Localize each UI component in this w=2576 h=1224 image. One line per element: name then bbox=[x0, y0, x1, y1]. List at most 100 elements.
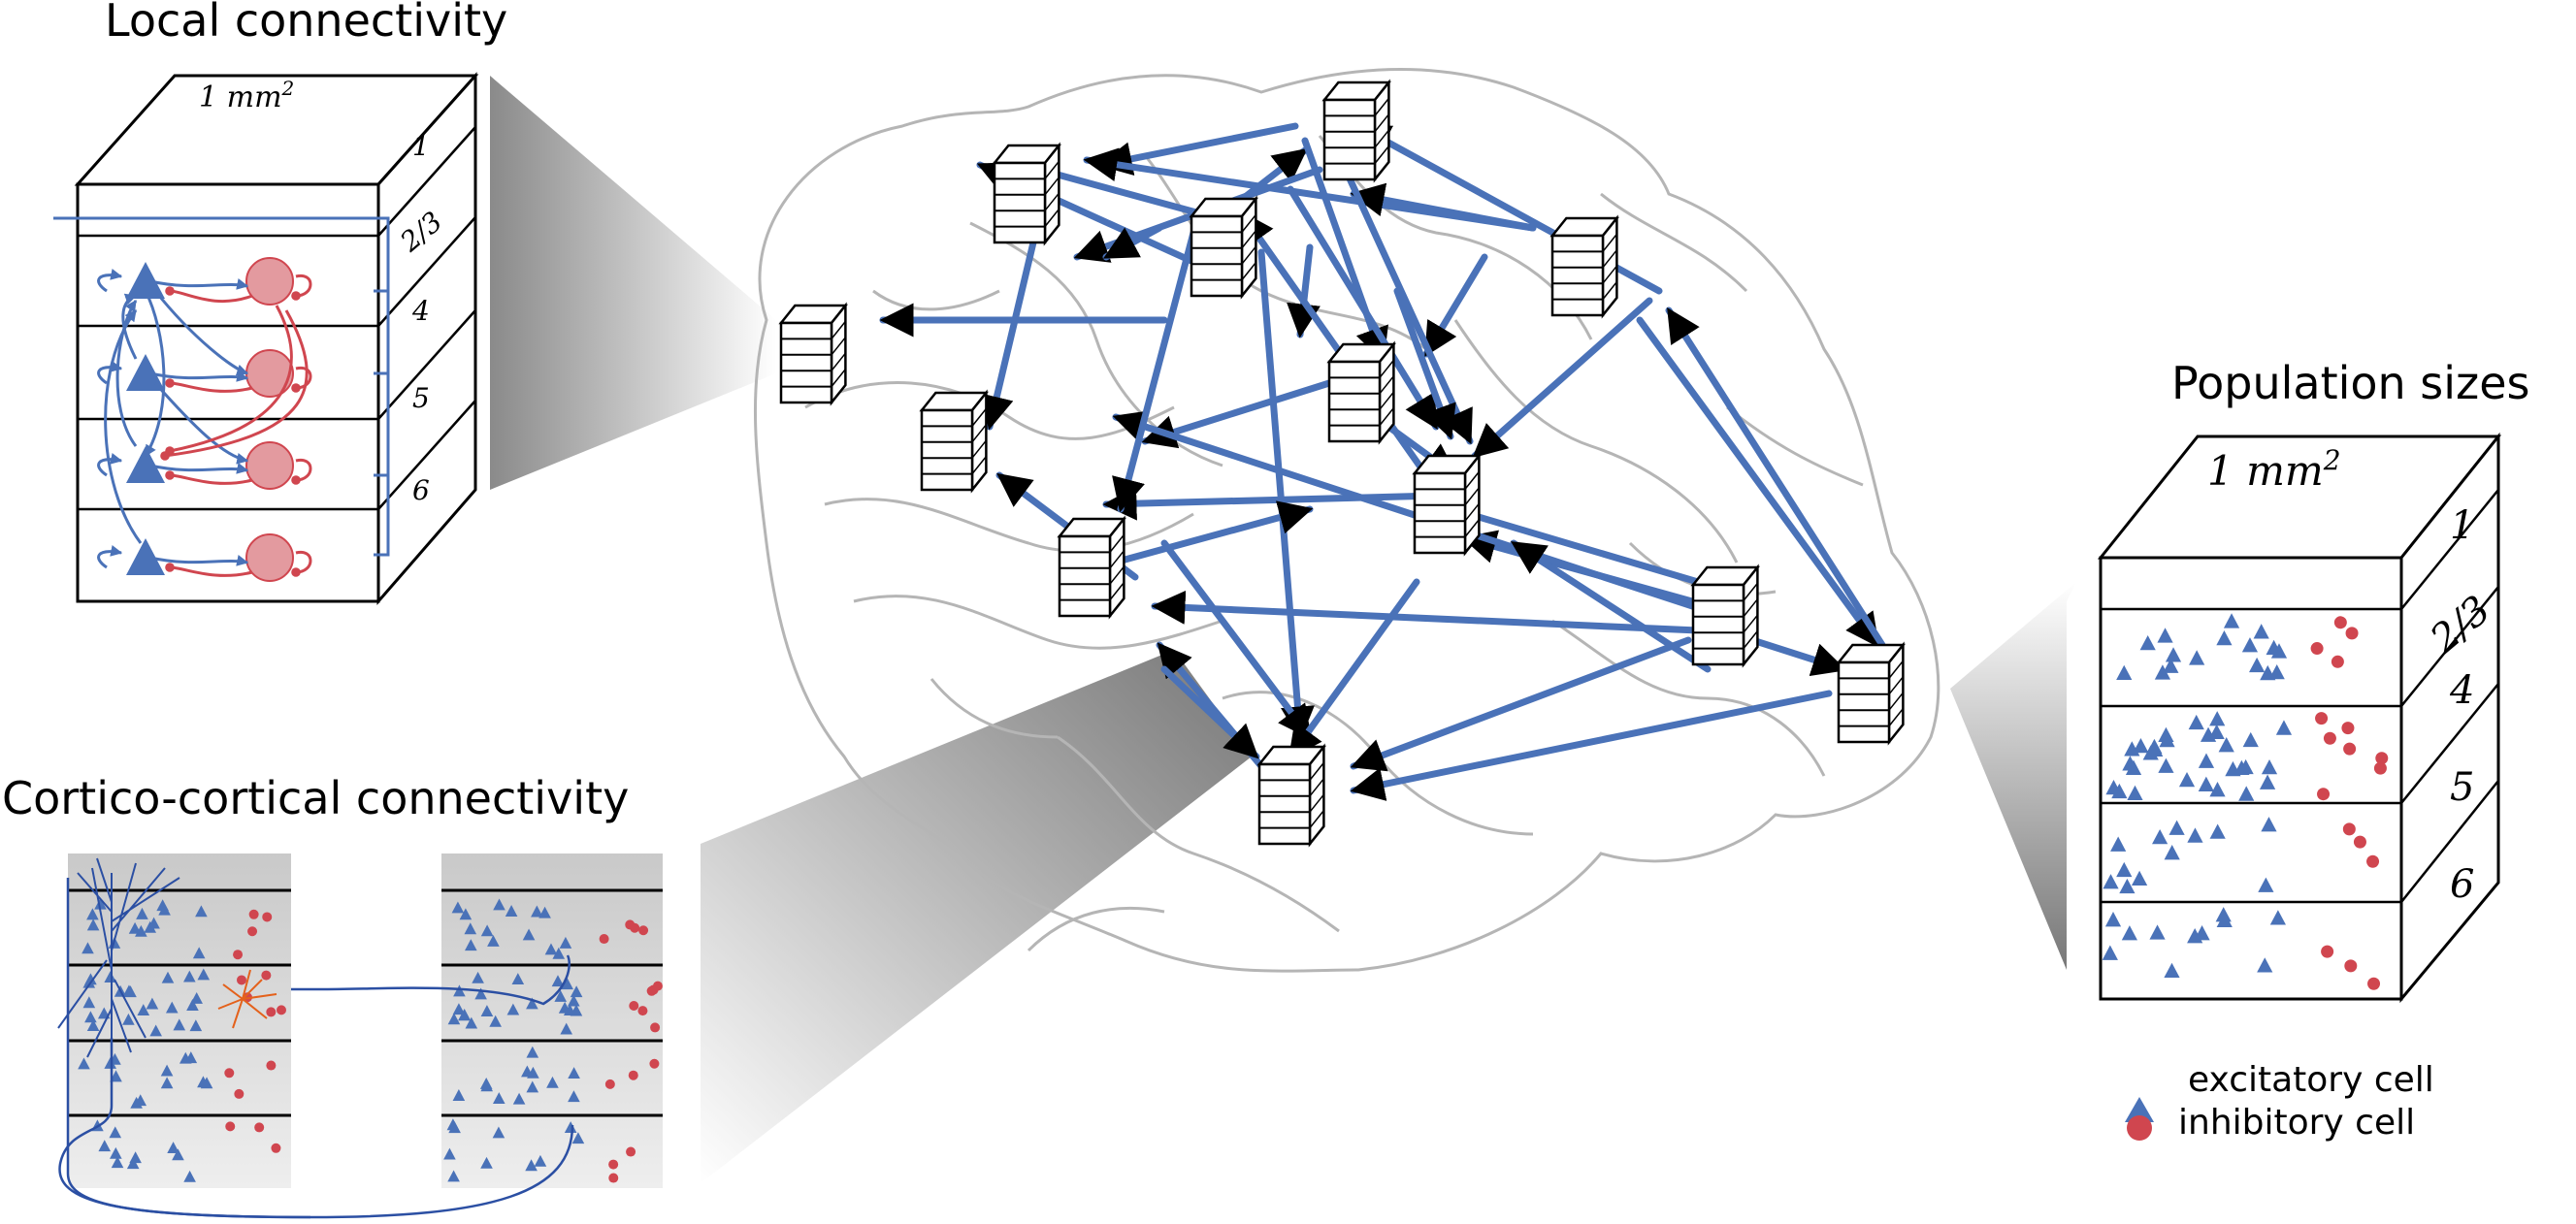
wedge-cortico bbox=[701, 650, 1252, 1183]
excitatory-cell-icon bbox=[2260, 664, 2276, 681]
excitatory-cell-icon bbox=[2103, 874, 2119, 889]
inhibitory-cell-icon bbox=[649, 1058, 660, 1069]
excitatory-cell-icon bbox=[2121, 925, 2137, 941]
excitatory-cell-icon bbox=[2242, 731, 2259, 748]
excitatory-cell-icon bbox=[534, 1154, 547, 1167]
excitatory-cell-icon bbox=[122, 1013, 135, 1025]
excitatory-cell-icon bbox=[552, 947, 566, 959]
population-layer-label-1: 1 bbox=[2450, 503, 2474, 548]
excitatory-population-icon bbox=[126, 538, 165, 575]
excitatory-cell-icon bbox=[2168, 820, 2185, 835]
excitatory-cell-icon bbox=[506, 1003, 520, 1015]
excitatory-cell-icon bbox=[489, 1015, 502, 1027]
excitatory-cell-icon bbox=[522, 928, 536, 941]
excitatory-cell-icon bbox=[165, 1001, 179, 1014]
inhibitory-cell-icon bbox=[2315, 712, 2329, 725]
inhibitory-cell-icon bbox=[261, 970, 272, 981]
inhibitory-cell-icon bbox=[2321, 945, 2334, 958]
connection-arrow bbox=[1102, 224, 1163, 261]
area-cube bbox=[1321, 79, 1392, 183]
excitatory-cell-icon bbox=[110, 1070, 122, 1082]
excitatory-cell-icon bbox=[526, 1046, 539, 1058]
excitatory-cell-icon bbox=[452, 1003, 466, 1015]
inhibitory-cell-icon bbox=[2373, 761, 2387, 775]
excitatory-cell-icon bbox=[2253, 624, 2269, 639]
excitatory-cell-icon bbox=[464, 922, 477, 935]
area-cube bbox=[778, 302, 849, 406]
inhibitory-cell-icon bbox=[225, 1121, 236, 1132]
connection-arrow bbox=[1238, 209, 1430, 479]
excitatory-cell-icon bbox=[144, 920, 157, 933]
excitatory-cell-icon bbox=[2241, 637, 2259, 653]
excitatory-cell-icon bbox=[526, 997, 538, 1010]
excitatory-cell-icon bbox=[521, 1065, 534, 1078]
excitatory-cell-icon bbox=[2189, 650, 2205, 665]
inhibitory-cell-icon bbox=[2343, 742, 2357, 756]
excitatory-cell-icon bbox=[525, 1159, 538, 1172]
excitatory-cell-icon bbox=[2187, 827, 2203, 843]
excitatory-cell-icon bbox=[130, 1096, 143, 1109]
excitatory-cell-icon bbox=[512, 1092, 526, 1105]
inhibitory-cell-icon bbox=[236, 975, 246, 985]
excitatory-cell-icon bbox=[183, 970, 196, 982]
excitatory-cell-icon bbox=[192, 947, 206, 959]
excitatory-cell-icon bbox=[2269, 910, 2286, 925]
excitatory-cell-icon bbox=[86, 1019, 100, 1032]
population-column: 1 mm2 1 2/3 4 5 6 bbox=[2097, 432, 2502, 1004]
connection-arrow bbox=[1471, 297, 1653, 460]
excitatory-cell-icon bbox=[158, 903, 171, 916]
excitatory-cell-icon bbox=[109, 1126, 122, 1139]
excitatory-cell-icon bbox=[167, 1142, 179, 1153]
excitatory-cell-icon bbox=[2139, 634, 2156, 651]
excitatory-cell-icon bbox=[86, 908, 99, 920]
inhibitory-cell-icon bbox=[2127, 1115, 2152, 1141]
excitatory-cell-icon bbox=[459, 908, 473, 920]
local-layer-label-1: 1 bbox=[412, 130, 430, 162]
connection-arrow bbox=[1422, 253, 1488, 358]
connection-arrow bbox=[1112, 229, 1197, 513]
inhibitory-cell-icon bbox=[233, 950, 244, 960]
excitatory-cell-icon bbox=[2257, 957, 2273, 973]
excitatory-cell-icon bbox=[570, 1004, 583, 1016]
excitatory-population-icon bbox=[126, 354, 165, 391]
connection-arrow bbox=[1636, 316, 1881, 649]
excitatory-cell-icon bbox=[195, 905, 208, 918]
inhibitory-cell-icon bbox=[271, 1143, 281, 1153]
local-column: 1 mm2 1 2/3 4 5 6 bbox=[53, 72, 479, 606]
inhibitory-cell-icon bbox=[234, 1088, 245, 1099]
excitatory-cell-icon bbox=[2127, 785, 2143, 800]
cortico-panels bbox=[57, 854, 663, 1219]
excitatory-cell-icon bbox=[568, 1067, 580, 1079]
excitatory-cell-icon bbox=[86, 918, 100, 931]
area-cube bbox=[1690, 564, 1761, 668]
excitatory-cell-icon bbox=[480, 1156, 493, 1169]
excitatory-cell-icon bbox=[561, 978, 573, 990]
local-column-front bbox=[76, 182, 380, 603]
excitatory-cell-icon bbox=[2270, 643, 2288, 659]
excitatory-cell-icon bbox=[136, 907, 148, 919]
inhibitory-cell-icon bbox=[266, 1007, 277, 1017]
inhibitory-cell-icon bbox=[626, 1146, 636, 1157]
interneuron bbox=[217, 969, 277, 1029]
inhibitory-cell-icon bbox=[2345, 627, 2359, 640]
excitatory-cell-icon bbox=[472, 971, 484, 983]
excitatory-cell-icon bbox=[161, 971, 175, 983]
excitatory-cell-icon bbox=[2261, 758, 2278, 775]
legend-inhibitory-label: inhibitory cell bbox=[2178, 1103, 2416, 1143]
excitatory-cell-icon bbox=[480, 1005, 494, 1016]
excitatory-cell-icon bbox=[2198, 776, 2214, 791]
excitatory-cell-icon bbox=[443, 1147, 456, 1160]
excitatory-cell-icon bbox=[2158, 757, 2174, 773]
excitatory-cell-icon bbox=[447, 1170, 460, 1182]
title-cortico-cortical-connectivity: Cortico-cortical connectivity bbox=[2, 772, 630, 824]
excitatory-cell-icon bbox=[568, 1090, 580, 1103]
connection-arrow bbox=[1097, 122, 1299, 176]
connection-arrow bbox=[1350, 690, 1833, 801]
inhibitory-cell-icon bbox=[2375, 752, 2389, 765]
inhibitory-cell-icon bbox=[2344, 959, 2358, 973]
local-layer-label-4: 4 bbox=[411, 295, 430, 327]
connection-arrow bbox=[1151, 590, 1702, 634]
inhibitory-cell-icon bbox=[2331, 655, 2344, 668]
connection-arrow bbox=[1510, 539, 1712, 673]
excitatory-cell-icon bbox=[571, 1132, 585, 1144]
